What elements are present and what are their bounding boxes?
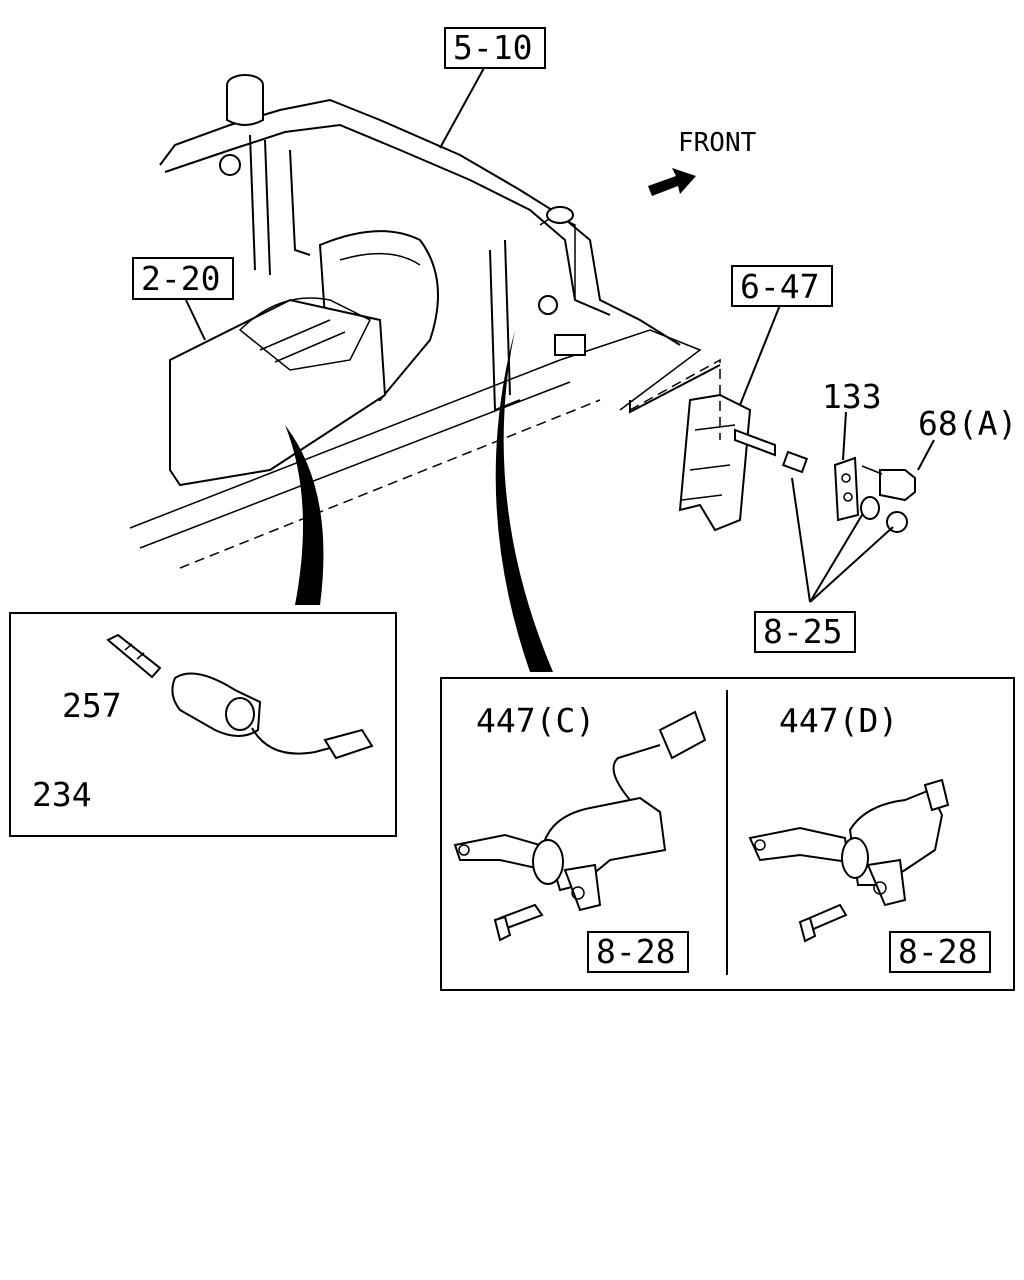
ref-5-10: 5-10 [444, 27, 546, 69]
actuator-447c: 447(C) 8-28 [453, 701, 707, 973]
detail-box-actuators: 447(C) 8-28 447(D) 8-28 [440, 677, 1015, 991]
ref-8-25: 8-25 [754, 611, 856, 653]
part-447d-label: 447(D) [779, 701, 898, 740]
part-234-label: 234 [32, 775, 92, 814]
ref-8-28-d-text: 8-28 [898, 932, 977, 971]
ref-5-10-text: 5-10 [453, 28, 532, 67]
detail-pointer-arrows [285, 330, 553, 672]
front-label: FRONT [678, 128, 757, 158]
detail-box-sensor: 257 234 [9, 612, 397, 837]
ref-6-47-text: 6-47 [740, 267, 819, 306]
ref-2-20: 2-20 [132, 257, 234, 300]
part-257-label: 257 [62, 686, 122, 725]
part-447c-label: 447(C) [476, 701, 595, 740]
actuator-447d: 447(D) 8-28 [748, 701, 991, 973]
ref-8-28-c-text: 8-28 [596, 932, 675, 971]
ref-2-20-text: 2-20 [141, 259, 220, 298]
front-indicator: FRONT [648, 128, 757, 196]
ref-8-25-text: 8-25 [763, 612, 842, 651]
front-arrow-icon [648, 168, 696, 196]
ref-6-47: 6-47 [731, 265, 833, 307]
part-68a-label: 68(A) [918, 404, 1017, 443]
chassis-assembly [129, 74, 916, 569]
part-133-label: 133 [822, 377, 882, 416]
